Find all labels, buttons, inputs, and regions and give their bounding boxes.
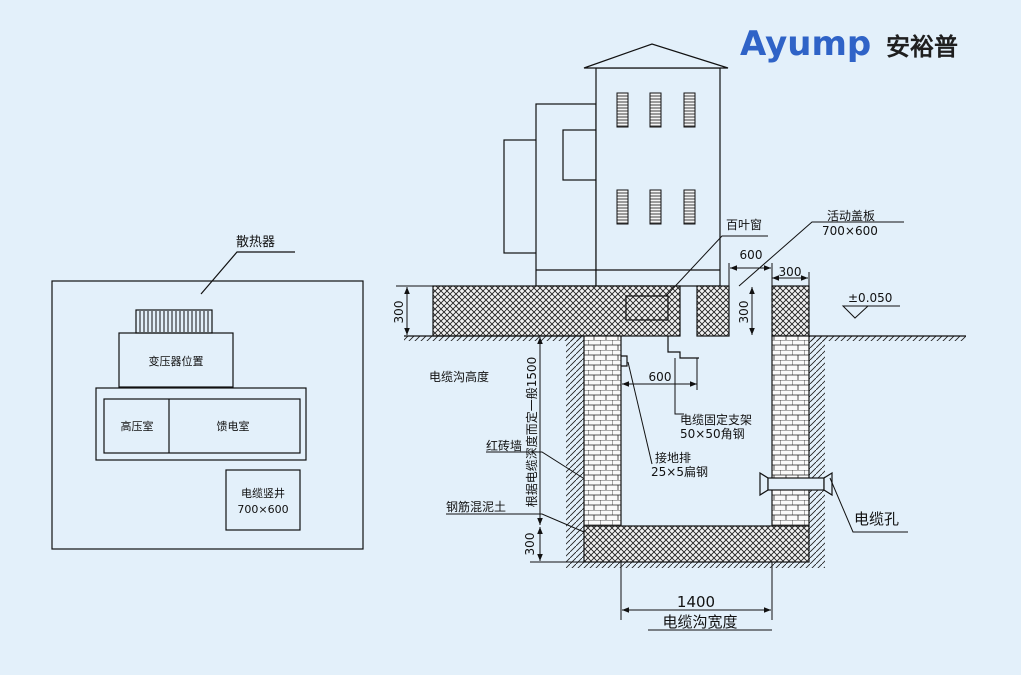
- dim-300-left: 300: [392, 301, 406, 324]
- ground-bar-label: 接地排: [655, 450, 691, 465]
- hv-room-label: 高压室: [121, 419, 154, 433]
- louver-vent-box: [625, 295, 669, 321]
- concrete-label: 钢筋混泥土: [446, 499, 506, 514]
- depth-note: 根据电缆深度而定一般1500: [524, 357, 539, 508]
- width-label: 电缆沟宽度: [662, 613, 737, 631]
- radiator-label: 散热器: [236, 235, 275, 250]
- cable-shaft-label: 电缆竖井: [241, 486, 285, 500]
- radiator-fin-lines: [139, 311, 209, 332]
- louver: [616, 189, 629, 225]
- dim-300-right: 300: [779, 265, 802, 279]
- cable-bracket: [667, 336, 699, 359]
- trench-height-label: 电缆沟高度: [429, 369, 489, 384]
- building-louvers: [616, 92, 696, 225]
- louver: [683, 92, 696, 128]
- radiator-fins: [135, 309, 213, 334]
- plan-outline: [51, 280, 364, 550]
- cover-size: 700×600: [822, 224, 878, 238]
- dimension-lines: [396, 221, 908, 631]
- dim-300-bottom: 300: [523, 533, 537, 556]
- width-dim: 1400: [677, 593, 715, 611]
- cable-shaft-size: 700×600: [237, 503, 288, 516]
- ground-line: [404, 335, 966, 341]
- louver: [683, 189, 696, 225]
- brick-wall-label: 红砖墙: [486, 438, 522, 453]
- feeder-room-label: 馈电室: [217, 419, 250, 433]
- left-brick-wall: [583, 335, 622, 527]
- dim-300-wall: 300: [737, 301, 751, 324]
- brand-chinese-text: 安裕普: [886, 33, 958, 61]
- cable-trench: [566, 335, 833, 568]
- louver: [649, 189, 662, 225]
- bracket-spec: 50×50角钢: [680, 427, 745, 441]
- louver: [649, 92, 662, 128]
- bracket-label: 电缆固定支架: [680, 412, 752, 427]
- right-brick-wall: [771, 335, 810, 527]
- plan-view: [51, 251, 364, 550]
- radiator-leader: [200, 251, 295, 295]
- louver: [616, 92, 629, 128]
- ground-bar: [621, 355, 628, 367]
- cable-hole: [759, 471, 833, 497]
- concrete-base: [583, 525, 810, 563]
- louver-label: 百叶窗: [726, 218, 762, 232]
- brand-logo: Ayump 安裕普: [740, 24, 958, 64]
- ground-slabs: [432, 285, 810, 337]
- room-row: [103, 398, 301, 454]
- switchgear-block: [95, 387, 307, 461]
- elevation-label: ±0.050: [848, 291, 892, 305]
- cover-label: 活动盖板: [827, 209, 875, 223]
- substation-building: [503, 43, 729, 287]
- brand-latin-text: Ayump: [740, 24, 871, 64]
- dim-600-bracket: 600: [649, 370, 672, 384]
- cable-shaft-box: [225, 469, 301, 531]
- ground-bar-spec: 25×5扁钢: [651, 465, 708, 479]
- dim-600-top: 600: [740, 248, 763, 262]
- transformer-position: [118, 332, 234, 388]
- cable-hole-label: 电缆孔: [854, 510, 899, 528]
- transformer-label: 变压器位置: [149, 354, 204, 368]
